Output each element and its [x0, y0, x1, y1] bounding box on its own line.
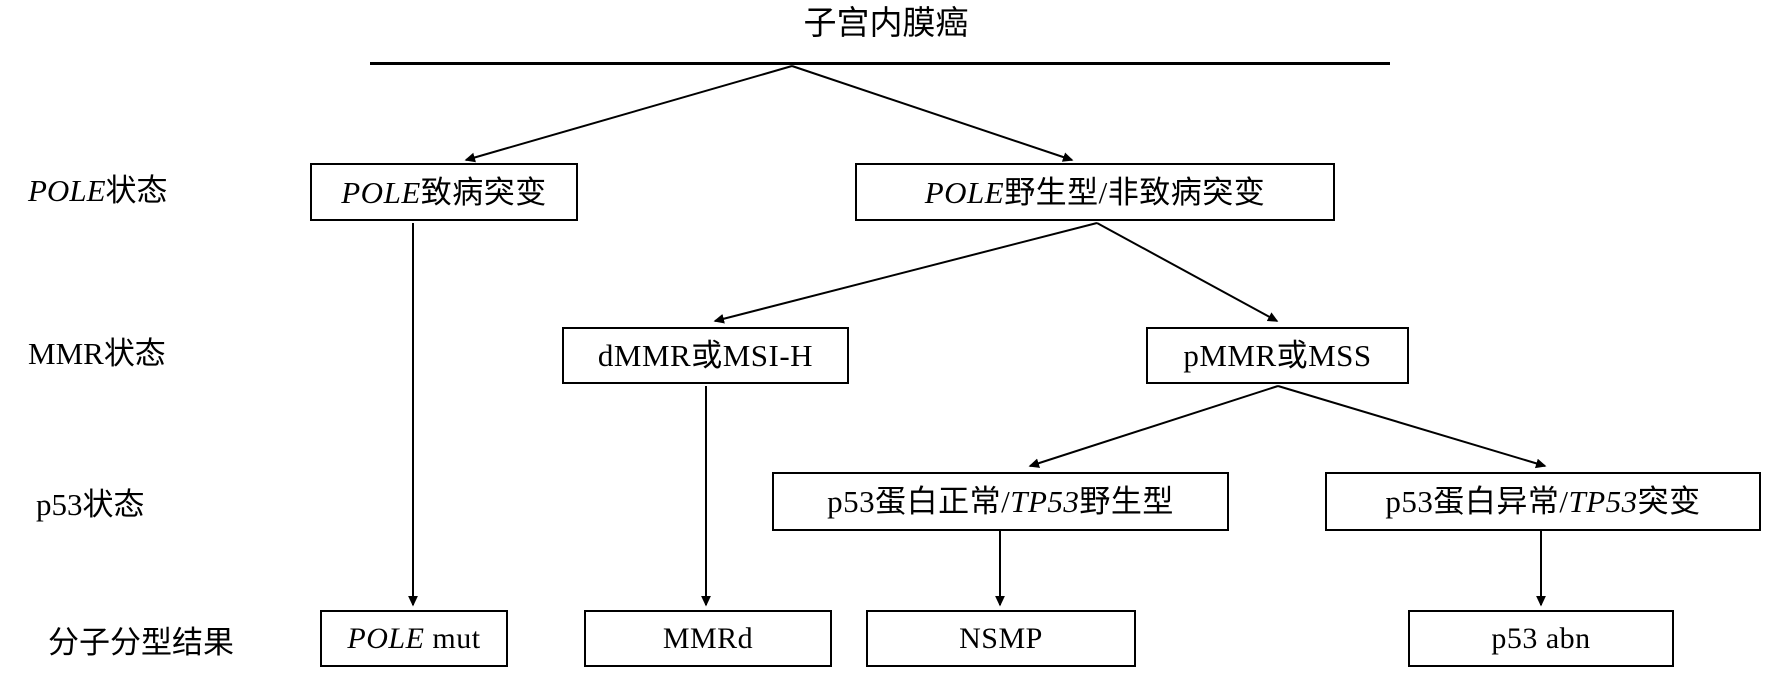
node-result-mmrd[interactable]: MMRd: [584, 610, 832, 667]
node-pmmr-mss-label: pMMR或MSS: [1183, 338, 1372, 373]
edge-root-to-pole-wt: [791, 65, 1074, 162]
row-label-p53-prefix: p53: [36, 487, 83, 522]
edge-pmmr-to-p53-normal: [1028, 385, 1279, 468]
node-pole-wildtype-label: POLE野生型/非致病突变: [924, 174, 1266, 210]
row-label-mmr-status: MMR状态: [28, 338, 166, 369]
node-result-pole-mut-label: POLE mut: [347, 621, 481, 655]
node-result-pole-mut[interactable]: POLE mut: [320, 610, 508, 667]
node-pole-pathogenic-mutation[interactable]: POLE致病突变: [310, 163, 578, 221]
node-result-nsmp[interactable]: NSMP: [866, 610, 1136, 667]
row-label-result-text: 分子分型结果: [48, 625, 234, 660]
edge-pole-wt-to-dmmr: [713, 222, 1098, 324]
node-p53-normal[interactable]: p53蛋白正常/TP53野生型: [772, 472, 1229, 531]
row-label-result: 分子分型结果: [48, 627, 234, 658]
node-p53-abnormal-label: p53蛋白异常/TP53突变: [1385, 484, 1701, 519]
edge-pmmr-to-p53-abn: [1277, 385, 1547, 469]
page-title: 子宫内膜癌: [803, 6, 969, 42]
edge-root-to-pole-mut: [464, 65, 793, 163]
row-label-pole-prefix: POLE: [28, 173, 106, 208]
node-result-mmrd-label: MMRd: [662, 621, 754, 655]
node-dmmr-msih[interactable]: dMMR或MSI-H: [562, 327, 849, 384]
node-result-p53-abn-label: p53 abn: [1491, 621, 1591, 655]
node-result-p53-abn[interactable]: p53 abn: [1408, 610, 1674, 667]
node-dmmr-msih-label: dMMR或MSI-H: [597, 338, 814, 373]
node-p53-normal-label: p53蛋白正常/TP53野生型: [827, 484, 1174, 519]
node-p53-abnormal[interactable]: p53蛋白异常/TP53突变: [1325, 472, 1761, 531]
row-label-mmr-suffix: 状态: [103, 336, 166, 371]
row-label-p53-status: p53状态: [36, 489, 145, 520]
node-pole-pathogenic-mutation-label: POLE致病突变: [341, 174, 547, 210]
edge-pole-wt-to-pmmr: [1096, 222, 1279, 322]
node-pole-wildtype[interactable]: POLE野生型/非致病突变: [855, 163, 1335, 221]
node-pmmr-mss[interactable]: pMMR或MSS: [1146, 327, 1409, 384]
row-label-pole-status: POLE状态: [28, 175, 168, 206]
row-label-p53-suffix: 状态: [82, 487, 145, 522]
node-result-nsmp-label: NSMP: [959, 621, 1043, 655]
row-label-mmr-prefix: MMR: [28, 336, 104, 371]
title-divider-rule: [370, 62, 1390, 65]
row-label-pole-suffix: 状态: [105, 173, 168, 208]
